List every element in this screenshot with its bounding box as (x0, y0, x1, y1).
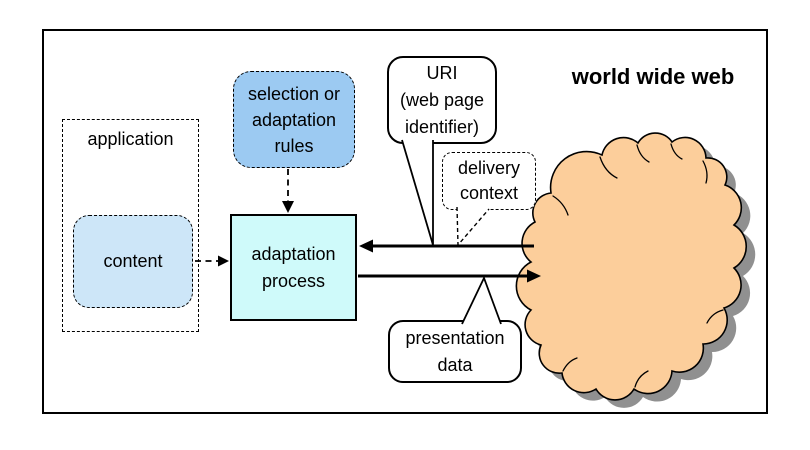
uri-callout: URI (web page identifier) (387, 56, 497, 144)
presentation-data-callout: presentation data (388, 320, 522, 383)
delivery-context-callout: delivery context (442, 152, 536, 210)
application-label: application (87, 129, 174, 149)
content-box: content (73, 215, 193, 308)
adaptation-process-box: adaptation process (230, 214, 357, 321)
www-cloud-shape (515, 132, 747, 401)
request-arrowhead (359, 239, 373, 253)
diagram-border (42, 29, 768, 414)
application-group-box: application (62, 119, 199, 332)
selection-adaptation-rules-box: selection or adaptation rules (233, 71, 355, 168)
response-arrowhead (527, 269, 541, 283)
world-wide-web-label: world wide web (571, 64, 735, 89)
content-to-adaptation-arrowhead (218, 255, 229, 267)
cloud-detail-arcs (552, 143, 724, 388)
rules-to-adaptation-arrowhead (282, 201, 294, 213)
